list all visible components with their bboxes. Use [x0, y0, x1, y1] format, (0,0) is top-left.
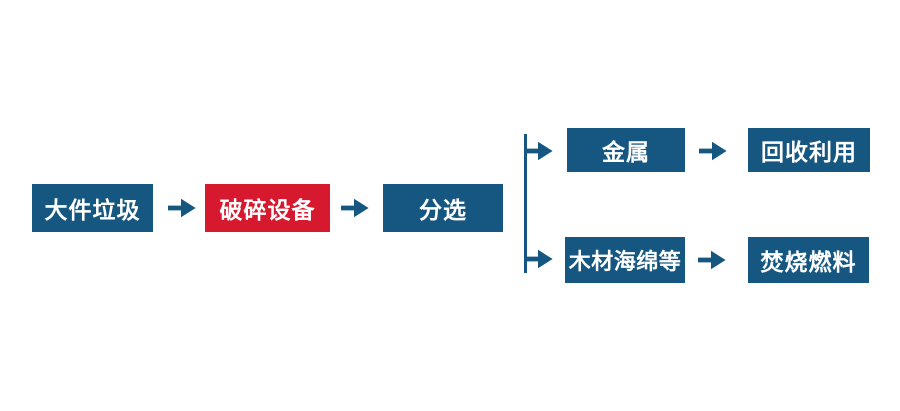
- node-crushing-equipment: 破碎设备: [205, 184, 330, 232]
- branch-arrow-right-icon: [524, 248, 554, 270]
- node-label: 回收利用: [761, 140, 857, 166]
- node-label: 木材海绵等: [568, 250, 682, 275]
- node-wood-sponge-etc: 木材海绵等: [565, 237, 685, 283]
- branch-arrow-right-icon: [524, 140, 554, 162]
- node-incineration-fuel: 焚烧燃料: [748, 237, 869, 283]
- node-label: 金属: [602, 140, 650, 166]
- node-sorting: 分选: [383, 184, 503, 232]
- node-metal: 金属: [567, 128, 685, 172]
- arrow-right-icon: [698, 140, 728, 162]
- node-label: 分选: [419, 198, 467, 224]
- node-recycling-reuse: 回收利用: [748, 128, 870, 172]
- node-label: 破碎设备: [219, 198, 316, 224]
- arrow-right-icon: [340, 197, 370, 219]
- arrow-right-icon: [697, 249, 727, 271]
- node-bulky-waste: 大件垃圾: [32, 184, 153, 232]
- arrow-right-icon: [167, 197, 197, 219]
- node-label: 大件垃圾: [44, 198, 141, 224]
- node-label: 焚烧燃料: [760, 250, 857, 276]
- branch-connector-line: [524, 134, 527, 273]
